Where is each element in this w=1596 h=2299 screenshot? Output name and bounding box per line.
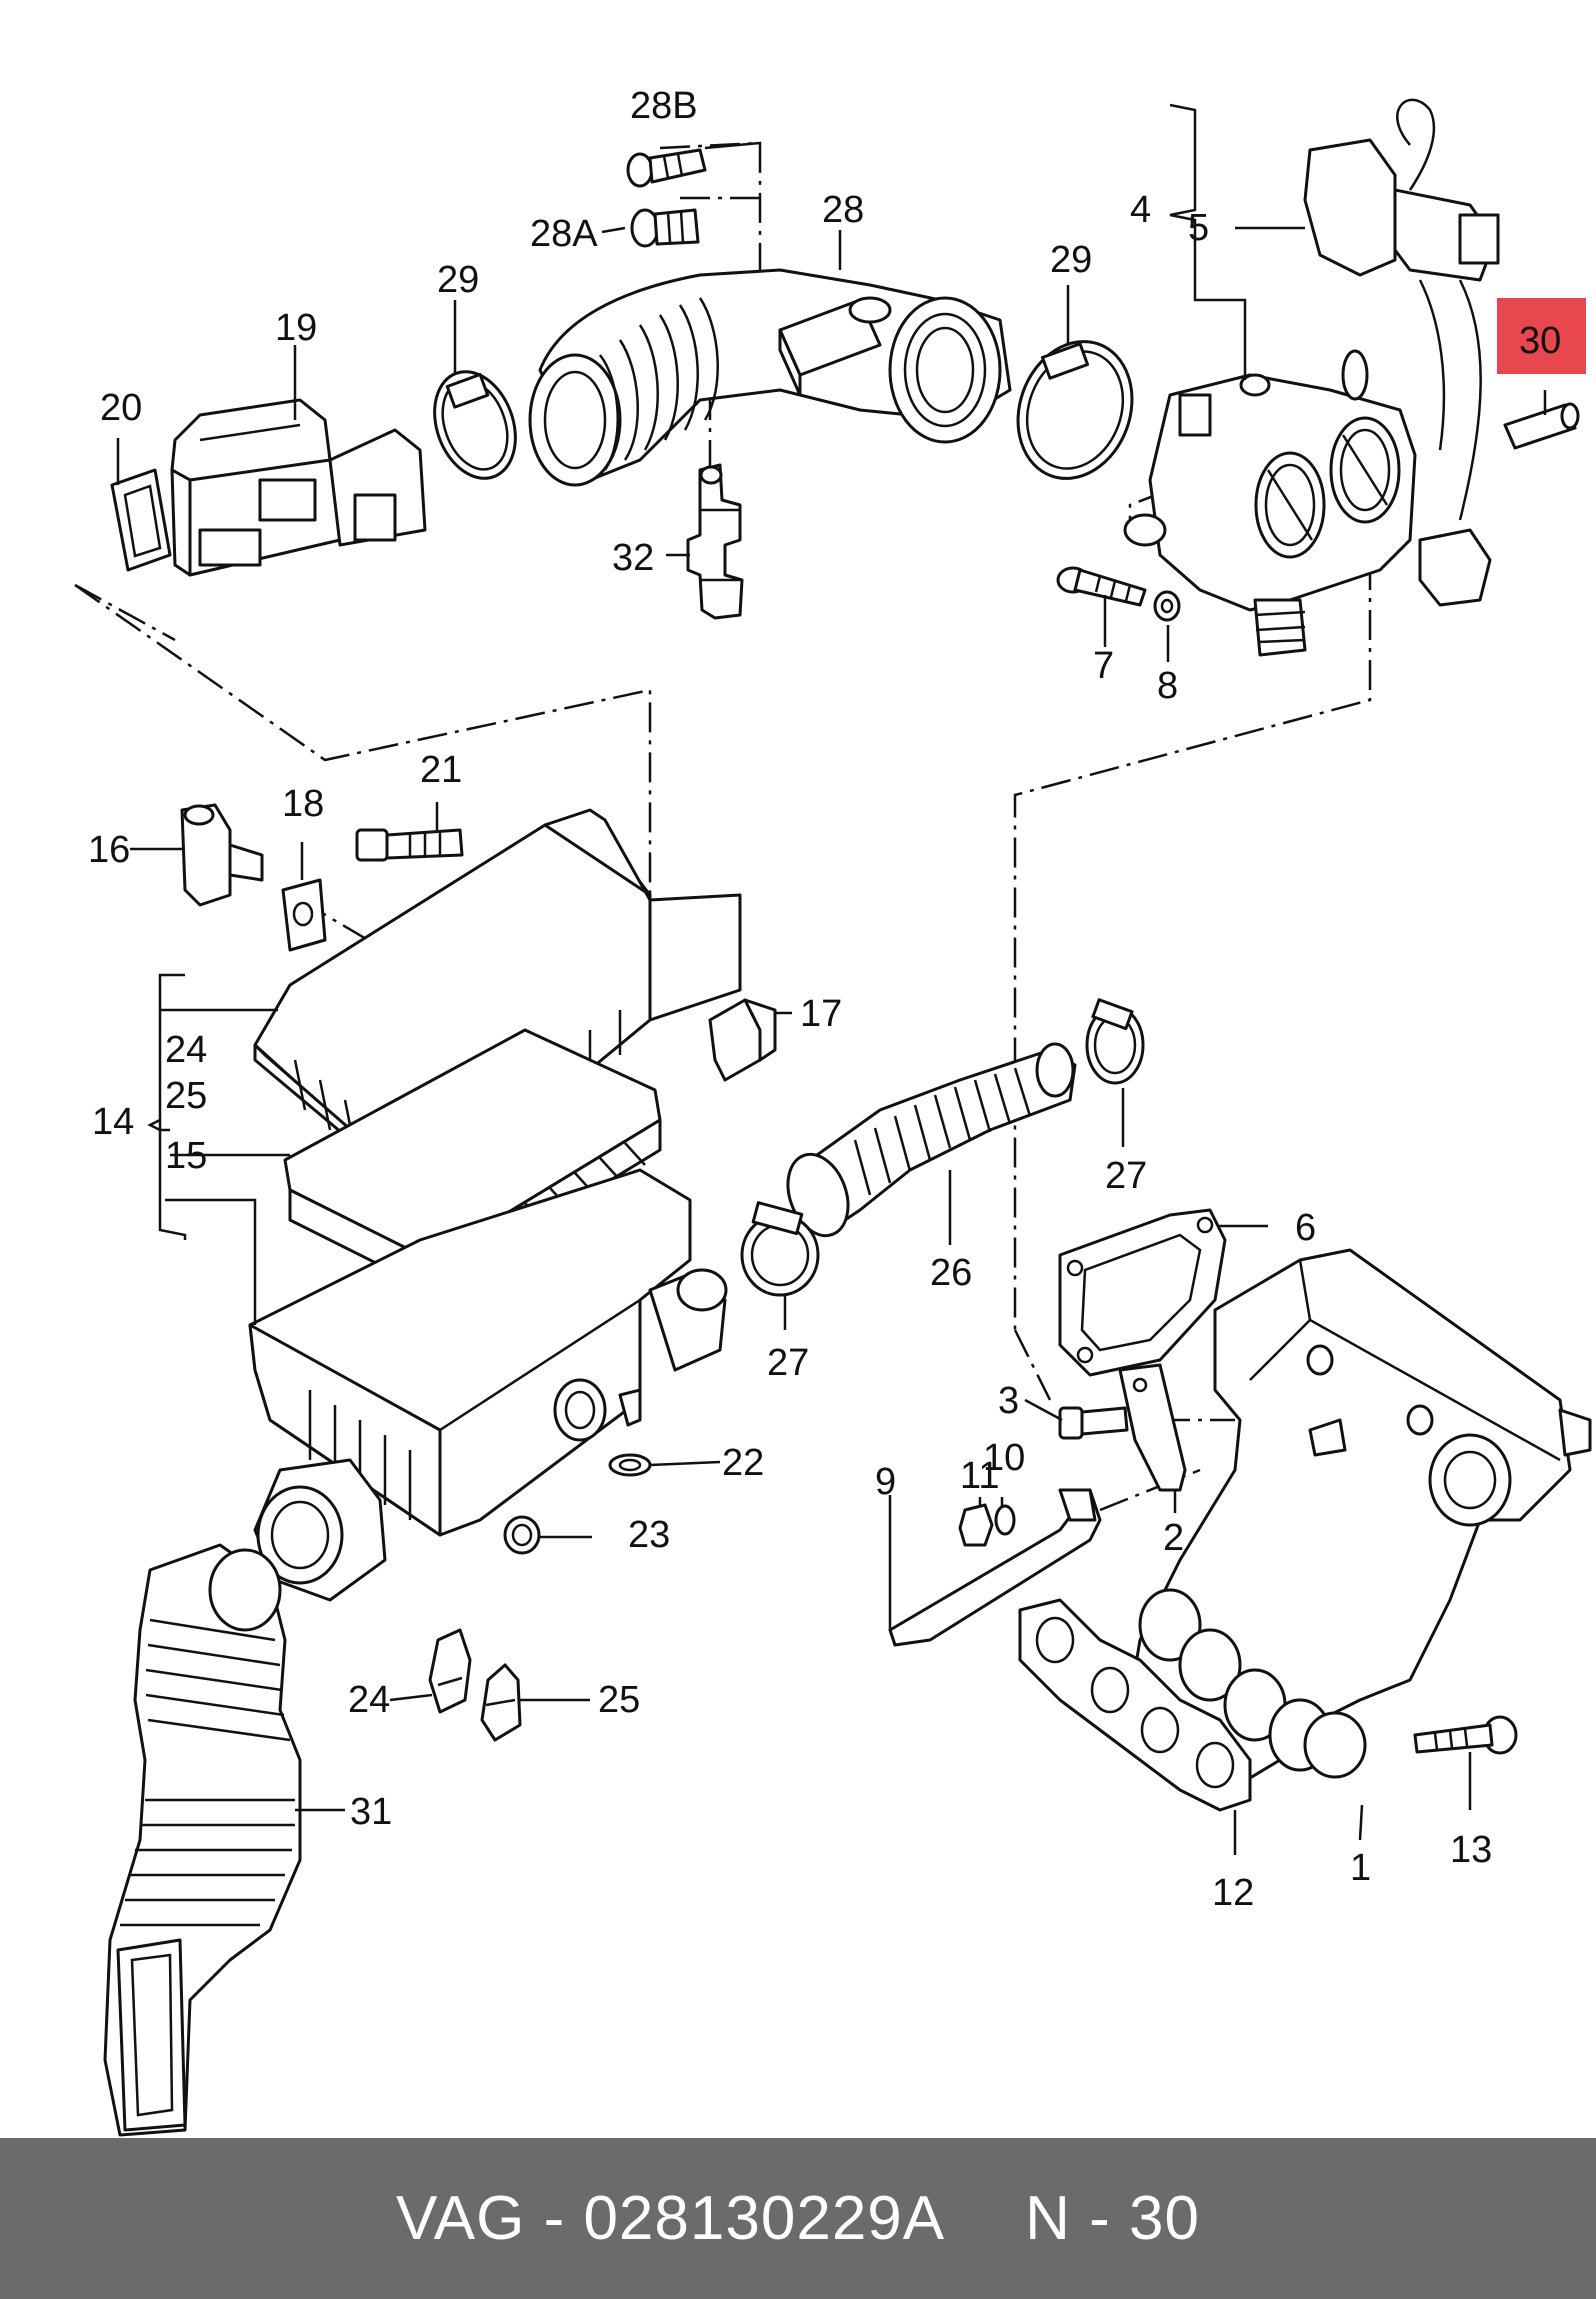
callout-27-upper: 27 [1105,1155,1147,1197]
callout-6: 6 [1295,1207,1316,1249]
callout-20: 20 [100,387,142,429]
callout-24-bottom: 24 [348,1679,390,1721]
part-2-bracket [1118,1363,1187,1492]
callout-29-right: 29 [1050,239,1092,281]
part-12-manifold-gasket [1018,1598,1252,1812]
footer-part-number: 028130229A [583,2184,946,2253]
part-28-intake-boot [528,268,1012,487]
part-24-clip [428,1628,472,1714]
part-22-seal [608,1453,652,1477]
part-29-hose-clamp-left [433,370,517,480]
callout-30: 30 [1519,320,1561,362]
part-5-sensor-connector [1303,98,1500,607]
part-29-hose-clamp-right [1016,340,1134,480]
highlight-box-30 [1497,298,1586,374]
part-27-clamp-lower [740,1201,820,1297]
part-8-washer [1153,590,1181,622]
callout-5: 5 [1188,207,1209,249]
callout-16: 16 [88,829,130,871]
part-7-bolt [1056,566,1147,607]
callout-25-top: 25 [165,1075,207,1117]
part-25-clip [480,1663,522,1742]
part-3-bolt [1058,1406,1129,1440]
part-23-o-ring [503,1515,541,1555]
part-20-gasket [110,468,172,572]
callout-3: 3 [998,1380,1019,1422]
part-27-clamp-upper [1085,998,1145,1085]
callout-10: 10 [983,1437,1025,1479]
callout-27-lower: 27 [767,1342,809,1384]
callout-8: 8 [1157,665,1178,707]
callout-13: 13 [1450,1829,1492,1871]
callout-28b: 28B [630,85,698,127]
part-17-bracket [708,998,777,1082]
footer-position-number: 30 [1129,2184,1201,2253]
callout-15: 15 [165,1135,207,1177]
footer-position-prefix: N [1025,2184,1071,2253]
exploded-parts-diagram: 28B 28A 28 29 29 19 20 32 4 5 7 8 30 21 … [74,85,1592,2137]
callout-7: 7 [1093,645,1114,687]
callout-32: 32 [612,537,654,579]
callout-25-bottom: 25 [598,1679,640,1721]
callout-31: 31 [350,1791,392,1833]
part-9-support-bracket [888,1488,1102,1647]
part-18-gasket [281,878,327,952]
part-21-bolt [355,828,464,862]
callout-24-top: 24 [165,1029,207,1071]
callout-26: 26 [930,1252,972,1294]
part-30-pin [1503,402,1580,450]
callout-17: 17 [800,993,842,1035]
callout-labels: 28B 28A 28 29 29 19 20 32 4 5 7 8 30 21 … [88,85,1561,1914]
callout-12: 12 [1212,1872,1254,1914]
footer-separator: - [543,2184,566,2253]
callout-2: 2 [1163,1517,1184,1559]
callout-9: 9 [875,1461,896,1503]
part-28a-plug [630,208,700,248]
callout-18: 18 [282,783,324,825]
air-intake-snout [253,1458,387,1602]
part-13-bolt [1413,1715,1518,1755]
footer-brand: VAG [395,2184,526,2253]
callout-23: 23 [628,1514,670,1556]
part-31-air-intake-duct [103,1543,302,2137]
callout-14: 14 [92,1101,134,1143]
callout-19: 19 [275,307,317,349]
callout-4: 4 [1130,189,1151,231]
callout-1: 1 [1350,1847,1371,1889]
leader-lines [116,103,1547,1855]
callout-28a: 28A [530,213,598,255]
part-11-nut [958,1503,994,1547]
callout-22: 22 [722,1442,764,1484]
callout-28: 28 [822,189,864,231]
part-28b-plug [626,148,707,188]
part-10-washer [994,1504,1016,1536]
part-4-throttle-body [1123,349,1417,657]
part-32-bracket [686,463,744,620]
part-number-footer: VAG - 028130229A N - 30 [0,2138,1596,2299]
part-16-sensor [180,803,264,907]
callout-11: 11 [960,1455,999,1497]
part-19-air-flow-meter [170,398,427,577]
part-1-intake-manifold [1128,1248,1592,1792]
part-6-gasket [1058,1208,1227,1377]
part-26-corrugated-hose [786,1042,1077,1238]
callout-21: 21 [420,749,462,791]
part-14-filter-housing-lower [248,1168,728,1537]
footer-position-separator: - [1089,2184,1111,2253]
callout-29-left: 29 [437,259,479,301]
